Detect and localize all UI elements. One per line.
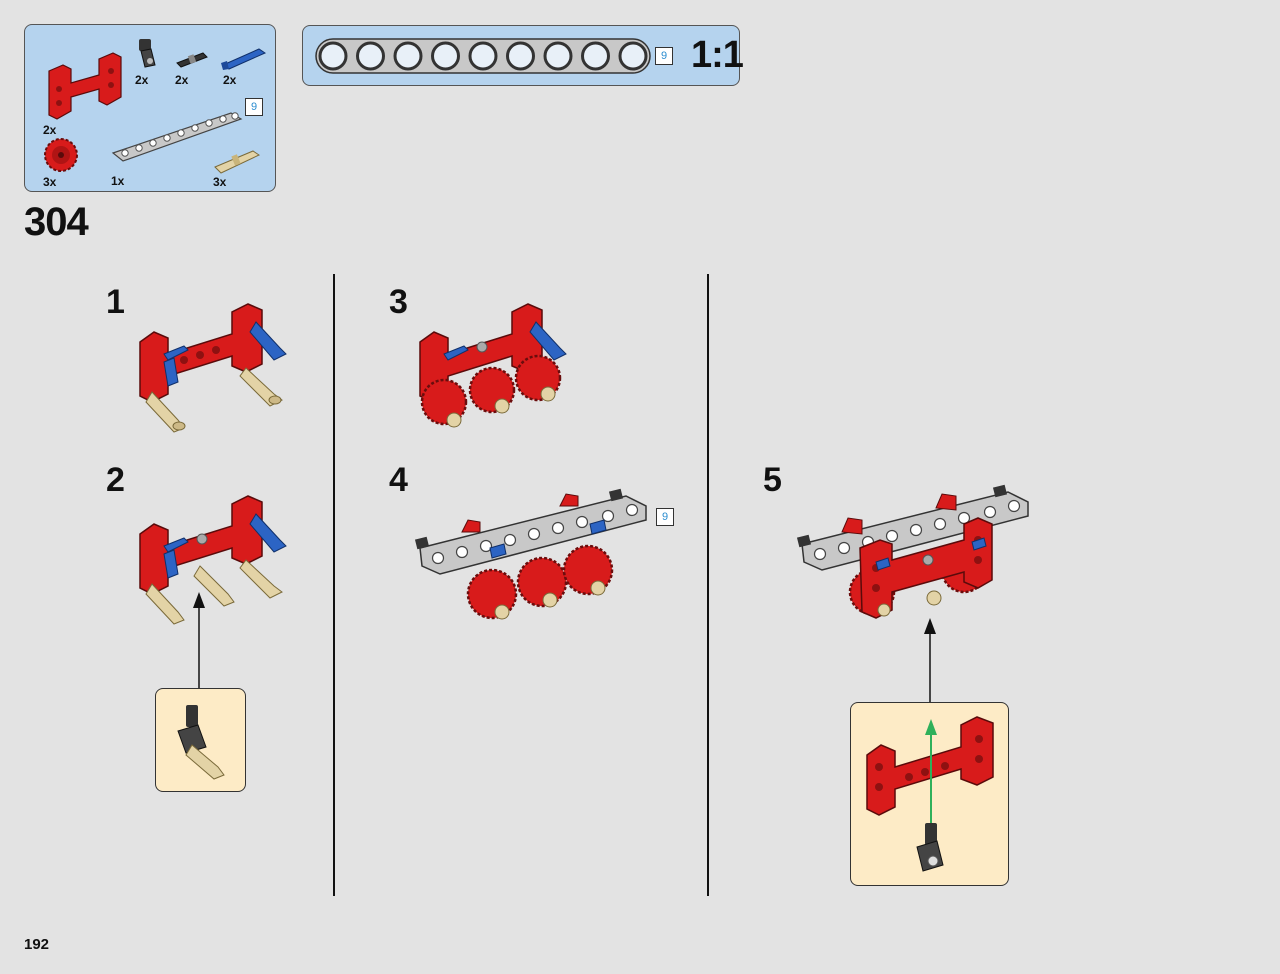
- tan-pin-part-icon: [214, 150, 261, 174]
- beam-length-tag: 9: [245, 98, 263, 116]
- scale-beam-hole: [393, 41, 423, 71]
- gray-beam-part-icon: [111, 112, 243, 162]
- scale-beam-hole: [581, 41, 610, 71]
- qty-red-frame: 2x: [43, 123, 57, 137]
- qty-gray-beam: 1x: [111, 174, 125, 188]
- qty-black-pin: 2x: [175, 73, 189, 87]
- scale-beam-hole: [506, 41, 535, 71]
- beam-scale-guide: 9 1:1: [302, 25, 744, 86]
- substep-4-beam-tag: 9: [656, 508, 674, 526]
- scale-beam-hole: [318, 41, 348, 71]
- substep-2-label: 2: [106, 461, 125, 499]
- qty-axle-connector: 2x: [135, 73, 149, 87]
- scale-ratio: 1:1: [691, 34, 744, 76]
- scale-beam-hole: [356, 41, 385, 71]
- column-divider-1: [333, 274, 335, 896]
- substep-5-callout: [850, 702, 1009, 886]
- substep-2-assembly-illustration: [139, 495, 287, 625]
- scale-beam-hole: [431, 41, 460, 71]
- red-gear-part-icon: [44, 138, 78, 172]
- scale-beam-icon: [315, 38, 651, 74]
- scale-beam-hole: [468, 41, 498, 71]
- substep-4-assembly-illustration: [414, 488, 647, 620]
- substep-2-insert-arrow: [193, 592, 205, 688]
- scale-beam-hole: [543, 41, 573, 71]
- scale-beam-hole: [618, 41, 648, 71]
- substep-3-assembly-illustration: [419, 303, 567, 428]
- blue-axle-pin-part-icon: [221, 48, 267, 70]
- qty-blue-axle-pin: 2x: [223, 73, 237, 87]
- step-number: 304: [24, 200, 89, 244]
- substep-3-label: 3: [389, 283, 408, 321]
- red-frame-part-icon: [48, 52, 122, 120]
- qty-red-gear: 3x: [43, 175, 57, 189]
- axle-connector-pin-icon: [177, 705, 225, 780]
- parts-list-box: 9 2x 2x 2x 2x 3x 1x 3x: [24, 24, 276, 192]
- scale-length-tag: 9: [655, 47, 673, 65]
- qty-tan-pin: 3x: [213, 175, 227, 189]
- axle-connector-part-icon: [139, 39, 156, 68]
- frame-and-connector-icon: [866, 716, 994, 872]
- column-divider-2: [707, 274, 709, 896]
- substep-1-label: 1: [106, 283, 125, 321]
- substep-5-insert-arrow: [924, 618, 936, 702]
- page-number: 192: [24, 936, 50, 953]
- substep-2-callout: [155, 688, 246, 792]
- substep-4-label: 4: [389, 461, 408, 499]
- substep-1-assembly-illustration: [139, 303, 287, 433]
- black-pin-part-icon: [176, 52, 208, 68]
- substep-5-label: 5: [763, 461, 782, 499]
- substep-5-assembly-illustration: [796, 484, 1029, 619]
